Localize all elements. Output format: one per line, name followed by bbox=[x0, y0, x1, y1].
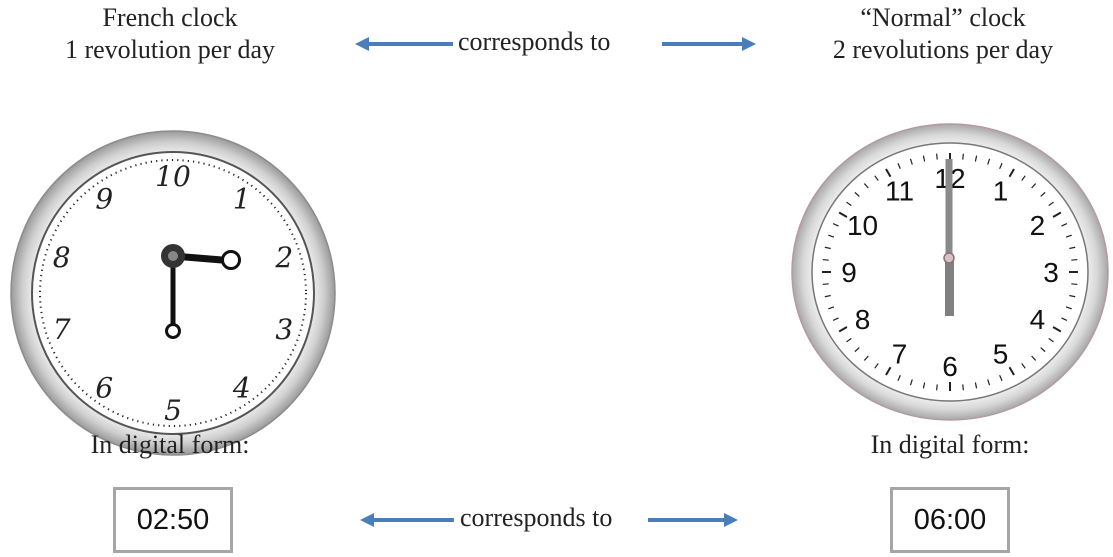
corresponds-to-top: corresponds to bbox=[458, 27, 611, 56]
french-clock: 10 12 34 5 67 89 bbox=[10, 130, 336, 456]
normal-dial-tick bbox=[854, 347, 860, 353]
normal-dial-tick bbox=[838, 211, 848, 218]
french-dial-number: 1 bbox=[233, 182, 251, 215]
normal-dial-tick bbox=[1008, 168, 1015, 178]
normal-dial-tick bbox=[962, 384, 964, 391]
normal-dial-number: 2 bbox=[1030, 210, 1046, 241]
normal-dial-tick bbox=[909, 379, 913, 386]
french-dial-number: 6 bbox=[95, 372, 113, 405]
normal-dial-tick bbox=[1040, 191, 1046, 197]
normal-dial-tick bbox=[1061, 223, 1068, 227]
top-right-arrow bbox=[662, 37, 756, 51]
normal-dial-tick bbox=[897, 374, 901, 381]
normal-dial-tick bbox=[824, 294, 831, 298]
normal-dial-tick bbox=[1031, 355, 1037, 361]
normal-dial-tick bbox=[1048, 201, 1054, 207]
french-dial-number: 3 bbox=[275, 313, 293, 346]
french-dial-number: 8 bbox=[53, 241, 71, 274]
normal-dial-tick bbox=[874, 175, 879, 181]
normal-dial-tick bbox=[999, 374, 1003, 381]
french-clock-title-line2: 1 revolution per day bbox=[64, 35, 276, 64]
normal-dial-tick bbox=[832, 317, 839, 321]
normal-dial-tick bbox=[1040, 347, 1046, 353]
normal-dial-tick bbox=[1021, 175, 1026, 181]
normal-dial-tick bbox=[832, 223, 839, 227]
normal-dial-tick bbox=[863, 355, 869, 361]
normal-dial-tick bbox=[897, 163, 901, 170]
normal-minute-hand bbox=[945, 159, 953, 259]
normal-dial-tick bbox=[1008, 366, 1015, 376]
french-clock-title-line1: French clock bbox=[102, 3, 238, 32]
normal-dial-tick bbox=[962, 153, 964, 160]
normal-dial-tick bbox=[838, 326, 848, 333]
normal-dial-tick bbox=[846, 201, 852, 207]
normal-dial-number: 6 bbox=[942, 351, 958, 382]
normal-dial-tick bbox=[1071, 283, 1078, 286]
normal-dial-number: 10 bbox=[847, 210, 878, 241]
french-dial-number: 9 bbox=[95, 182, 113, 215]
normal-digital-label: In digital form: bbox=[870, 430, 1030, 459]
bottom-left-arrow bbox=[360, 513, 454, 527]
normal-dial-tick bbox=[987, 379, 991, 386]
normal-dial-tick bbox=[1052, 326, 1062, 333]
normal-dial-tick bbox=[909, 158, 913, 165]
normal-dial-tick bbox=[922, 155, 926, 162]
normal-dial-tick bbox=[846, 337, 852, 343]
normal-dial-tick bbox=[1021, 363, 1026, 369]
french-dial-number: 5 bbox=[164, 394, 182, 427]
normal-clock-title: “Normal” clock 2 revolutions per day bbox=[773, 2, 1113, 66]
normal-dial-tick bbox=[885, 366, 892, 376]
corresponds-to-bottom: corresponds to bbox=[460, 503, 613, 532]
normal-dial-number: 1 bbox=[993, 176, 1009, 207]
normal-dial-tick bbox=[1052, 211, 1062, 218]
normal-clock-title-line2: 2 revolutions per day bbox=[832, 35, 1054, 64]
french-dial-number: 2 bbox=[274, 241, 293, 274]
normal-dial-number: 3 bbox=[1043, 257, 1059, 288]
normal-dial-tick bbox=[1065, 306, 1072, 310]
normal-dial-tick bbox=[1069, 294, 1076, 298]
normal-clock: 121234567891011 bbox=[791, 123, 1109, 421]
normal-dial-tick bbox=[828, 306, 835, 310]
normal-hour-hand bbox=[945, 260, 954, 316]
normal-dial-tick bbox=[1031, 183, 1037, 189]
normal-dial-tick bbox=[936, 153, 938, 160]
french-dial-number: 10 bbox=[155, 160, 191, 193]
normal-dial-number: 4 bbox=[1030, 304, 1046, 335]
normal-dial-tick bbox=[974, 155, 978, 162]
french-dial-number: 7 bbox=[53, 313, 71, 346]
normal-dial-tick bbox=[828, 234, 835, 238]
bottom-right-arrow bbox=[648, 513, 738, 527]
french-clock-title: French clock 1 revolution per day bbox=[0, 2, 340, 66]
normal-dial-tick bbox=[1048, 337, 1054, 343]
normal-dial-tick bbox=[1061, 317, 1068, 321]
normal-dial-tick bbox=[1071, 258, 1078, 261]
normal-dial-tick bbox=[822, 283, 829, 286]
normal-dial-tick bbox=[854, 191, 860, 197]
normal-digital-time: 06:00 bbox=[890, 487, 1010, 553]
normal-dial-number: 9 bbox=[841, 257, 857, 288]
normal-dial-tick bbox=[974, 382, 978, 389]
normal-dial-tick bbox=[874, 363, 879, 369]
normal-dial-number: 11 bbox=[885, 176, 914, 207]
normal-dial-tick bbox=[822, 258, 829, 261]
normal-dial-tick bbox=[885, 168, 892, 178]
normal-dial-number: 8 bbox=[855, 304, 871, 335]
normal-dial-tick bbox=[1069, 246, 1076, 250]
normal-dial-tick bbox=[987, 158, 991, 165]
top-left-arrow bbox=[355, 37, 453, 51]
normal-clock-title-line1: “Normal” clock bbox=[860, 3, 1026, 32]
normal-dial-tick bbox=[824, 246, 831, 250]
normal-dial-number: 5 bbox=[993, 338, 1009, 369]
normal-dial-tick bbox=[1065, 234, 1072, 238]
normal-dial-number: 7 bbox=[892, 338, 908, 369]
french-dial-number: 4 bbox=[232, 372, 251, 405]
normal-dial-tick bbox=[922, 382, 926, 389]
normal-dial-tick bbox=[936, 384, 938, 391]
normal-dial-tick bbox=[999, 163, 1003, 170]
french-digital-time: 02:50 bbox=[113, 487, 233, 553]
french-digital-label: In digital form: bbox=[90, 430, 250, 459]
normal-dial-tick bbox=[863, 183, 869, 189]
